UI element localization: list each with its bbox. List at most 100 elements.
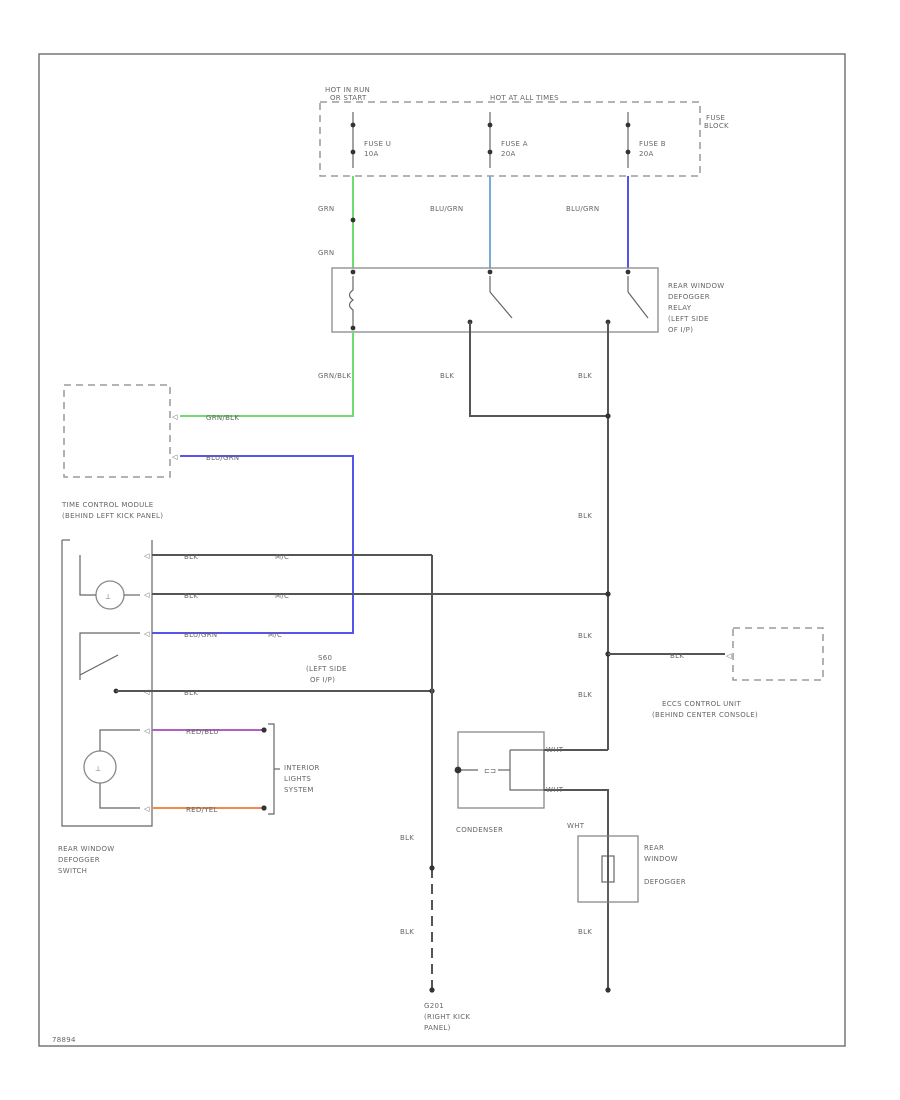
- condenser-wire-2: [544, 789, 609, 990]
- ground-point: [605, 987, 611, 993]
- blu-grn-tcm-wire: [180, 455, 354, 634]
- splice-label-2: (LEFT SIDE: [306, 665, 347, 673]
- diagram-frame: [38, 53, 846, 1047]
- switch-label-3: SWITCH: [58, 867, 87, 875]
- eccs-label-1: ECCS CONTROL UNIT: [662, 700, 741, 708]
- connector-c3: M/C: [268, 631, 282, 639]
- fuse-u-terminal: [350, 149, 356, 155]
- condenser-ground: [454, 766, 462, 774]
- switch-contact-lead: [79, 632, 140, 680]
- cond-wire-1-label: WHT: [546, 746, 564, 754]
- relay-label-4: (LEFT SIDE: [668, 315, 709, 323]
- or-start-label: OR START: [330, 94, 367, 102]
- fuse-b-terminal: [625, 122, 631, 128]
- defogger-label-3: DEFOGGER: [644, 878, 686, 886]
- switch-outline: [61, 540, 153, 827]
- wht-label: WHT: [567, 822, 585, 830]
- ground-point: [429, 987, 435, 993]
- sw-blu-grn-label: BLU/GRN: [184, 631, 217, 639]
- relay-terminal: [350, 325, 356, 331]
- ground-splice: [429, 865, 435, 871]
- fuse-a: FUSE A 20A: [487, 112, 528, 168]
- lights-label-1: INTERIOR: [284, 764, 320, 772]
- sw-blk-2-label: BLK: [184, 592, 198, 600]
- fuse-a-terminal: [487, 122, 493, 128]
- switch-pin-marker: ◁: [144, 591, 150, 599]
- fuse-u-rating: 10A: [364, 150, 379, 158]
- relay-switch-contact: [627, 291, 649, 319]
- grn-wire-label: GRN: [318, 205, 334, 213]
- blk-lower-label: BLK: [578, 632, 592, 640]
- fuse-a-terminal: [487, 149, 493, 155]
- sw-blk-1-label: BLK: [184, 553, 198, 561]
- eccs-pin: ◁: [726, 652, 732, 660]
- hot-in-run-label: HOT IN RUN: [325, 86, 370, 94]
- connector-c1: M/C: [275, 553, 289, 561]
- condenser-label: CONDENSER: [456, 826, 503, 834]
- tcm-blu-grn-label: BLU/GRN: [206, 454, 239, 462]
- relay-label-1: REAR WINDOW: [668, 282, 725, 290]
- lamp-lead: [99, 783, 140, 809]
- blk-low2-label: BLK: [578, 691, 592, 699]
- switch-pins: ◁ ◁ ◁ ◁ ◁ ◁: [144, 552, 150, 813]
- blu-grn-wire-1-label: BLU/GRN: [430, 205, 463, 213]
- eccs-outline: [732, 627, 824, 681]
- hot-at-all-times-label: HOT AT ALL TIMES: [490, 94, 559, 102]
- switch-pin-marker: ◁: [144, 805, 150, 813]
- time-control-module: TIME CONTROL MODULE (BEHIND LEFT KICK PA…: [61, 384, 178, 520]
- switch-label-1: REAR WINDOW: [58, 845, 115, 853]
- blu-grn-wire-2-label: BLU/GRN: [566, 205, 599, 213]
- splice-label-3: OF I/P): [310, 676, 335, 684]
- blk-mid-label: BLK: [578, 512, 592, 520]
- lamp-symbol: ⊥: [95, 765, 101, 773]
- fuse-block-outline: [319, 101, 701, 177]
- relay-switch-contact: [489, 291, 513, 319]
- condenser-symbol: ⊏⊐: [484, 767, 496, 775]
- grn-wire-splice: [350, 217, 356, 223]
- ground-label-1: G201: [424, 1002, 444, 1010]
- blk-relay-wire-1: [469, 322, 608, 417]
- defogger-label-1: REAR: [644, 844, 664, 852]
- lights-label-2: LIGHTS: [284, 775, 311, 783]
- tcm-label-1: TIME CONTROL MODULE: [61, 501, 154, 509]
- tcm-label-2: (BEHIND LEFT KICK PANEL): [62, 512, 163, 520]
- fuse-b-rating: 20A: [639, 150, 654, 158]
- eccs-label-2: (BEHIND CENTER CONSOLE): [652, 711, 758, 719]
- fuse-block: HOT IN RUN OR START HOT AT ALL TIMES FUS…: [319, 86, 729, 177]
- lamp-symbol: ⊥: [105, 593, 111, 601]
- condenser: ⊏⊐ CONDENSER: [454, 731, 545, 834]
- switch-pin-marker: ◁: [144, 727, 150, 735]
- ground-label-2: (RIGHT KICK: [424, 1013, 470, 1021]
- fuse-a-rating: 20A: [501, 150, 516, 158]
- tcm-grn-blk-label: GRN/BLK: [206, 414, 239, 422]
- connector-c2: M/C: [275, 592, 289, 600]
- fuse-u: FUSE U 10A: [350, 112, 391, 168]
- sw-blk-4-label: BLK: [184, 689, 198, 697]
- relay-terminal: [350, 269, 356, 275]
- fuse-b: FUSE B 20A: [625, 112, 666, 168]
- grn-blk-wire: [200, 332, 354, 417]
- tcm-pin: ◁: [172, 413, 178, 421]
- switch-contact-icon: [79, 654, 119, 676]
- relay-outline: [331, 267, 659, 333]
- fuse-a-name: FUSE A: [501, 140, 528, 148]
- condenser-inner: [509, 749, 545, 791]
- relay-label-2: DEFOGGER: [668, 293, 710, 301]
- fuse-b-terminal: [625, 149, 631, 155]
- ecs-blk-label: BLK: [670, 652, 684, 660]
- defogger-label-2: WINDOW: [644, 855, 678, 863]
- footer-code: 78894: [52, 1036, 76, 1044]
- defogger-switch: ⊥ ⊥ REAR WINDOW DEFOGGER SWITCH: [58, 539, 153, 875]
- switch-pin-marker: ◁: [144, 630, 150, 638]
- ground-label-3: PANEL): [424, 1024, 451, 1032]
- switch-pin-marker: ◁: [144, 552, 150, 560]
- sw-red-blu-label: RED/BLU: [186, 728, 219, 736]
- switch-pin-marker: ◁: [144, 688, 150, 696]
- relay-terminal: [487, 269, 493, 275]
- interior-lights: INTERIOR LIGHTS SYSTEM: [268, 723, 320, 815]
- grn-blk-wire-label: GRN/BLK: [318, 372, 351, 380]
- switch-label-2: DEFOGGER: [58, 856, 100, 864]
- eccs-control-unit: ◁ ECCS CONTROL UNIT (BEHIND CENTER CONSO…: [652, 627, 824, 719]
- cond-wire-2-label: WHT: [546, 786, 564, 794]
- relay-label-5: OF I/P): [668, 326, 693, 334]
